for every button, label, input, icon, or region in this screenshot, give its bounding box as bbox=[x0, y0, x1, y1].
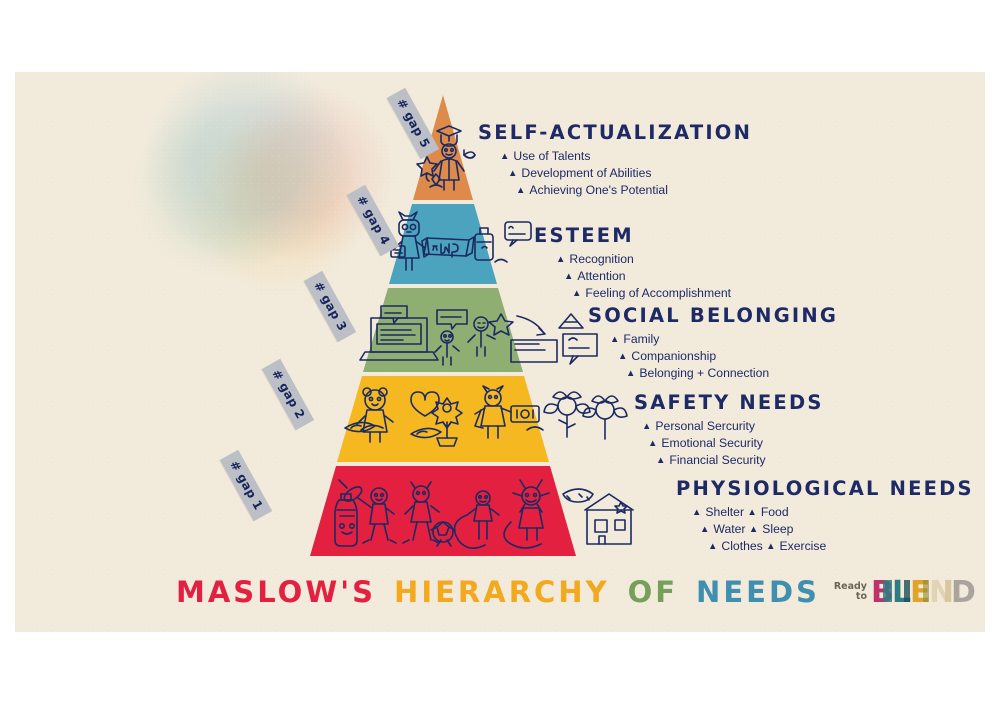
triangle-bullet-icon: ▲ bbox=[747, 507, 757, 518]
brand-logo[interactable]: Ready to B L E N D bbox=[823, 572, 975, 618]
bullet-item: ▲Belonging + Connection bbox=[626, 366, 770, 381]
bullet-item: ▲Achieving One's Potential bbox=[516, 183, 668, 198]
triangle-bullet-icon: ▲ bbox=[692, 507, 702, 518]
triangle-bullet-icon: ▲ bbox=[648, 438, 658, 450]
bullet-item: ▲Financial Security bbox=[656, 453, 766, 468]
logo-ready-line: Ready bbox=[833, 581, 867, 592]
tier-text-self-actualization: SELF-ACTUALIZATION ▲Use of Talents ▲Deve… bbox=[478, 121, 752, 200]
bullet-item: ▲Use of Talents bbox=[500, 149, 591, 163]
bullet-item: ▲Water ▲Sleep bbox=[700, 522, 794, 537]
triangle-bullet-icon: ▲ bbox=[618, 351, 628, 363]
tier-bullets-esteem: ▲Recognition ▲Attention ▲Feeling of Acco… bbox=[534, 251, 731, 303]
maslow-pyramid: # gap 5 bbox=[175, 87, 635, 565]
tier-text-safety-needs: SAFETY NEEDS ▲Personal Sercurity ▲Emotio… bbox=[634, 391, 824, 470]
triangle-bullet-icon: ▲ bbox=[572, 288, 582, 300]
title-word-needs: NEEDS bbox=[696, 575, 820, 609]
tier-heading-self-actualization: SELF-ACTUALIZATION bbox=[478, 121, 753, 144]
tier-text-social-belonging: SOCIAL BELONGING ▲Family ▲Companionship … bbox=[588, 304, 838, 383]
tier-art-safety-needs bbox=[175, 376, 635, 462]
tier-heading-social-belonging: SOCIAL BELONGING bbox=[588, 304, 839, 327]
pyramid-tier-safety-needs[interactable] bbox=[175, 376, 635, 462]
tier-bullets-physiological-needs: ▲Shelter ▲Food ▲Water ▲Sleep ▲Clothes ▲E… bbox=[676, 504, 974, 556]
tier-art-social-belonging bbox=[175, 288, 635, 372]
triangle-bullet-icon: ▲ bbox=[700, 524, 710, 536]
logo-letter-d: D bbox=[951, 575, 975, 610]
tier-text-esteem: ESTEEM ▲Recognition ▲Attention ▲Feeling … bbox=[534, 224, 731, 303]
tier-bullets-social-belonging: ▲Family ▲Companionship ▲Belonging + Conn… bbox=[588, 331, 838, 383]
tier-heading-safety-needs: SAFETY NEEDS bbox=[634, 391, 824, 414]
title-word-hierarchy: HIERARCHY bbox=[394, 575, 610, 609]
triangle-bullet-icon: ▲ bbox=[610, 334, 620, 345]
tier-text-physiological-needs: PHYSIOLOGICAL NEEDS ▲Shelter ▲Food ▲Wate… bbox=[676, 477, 974, 556]
triangle-bullet-icon: ▲ bbox=[500, 151, 510, 162]
bullet-item: ▲Attention bbox=[564, 269, 626, 284]
triangle-bullet-icon: ▲ bbox=[656, 455, 666, 467]
tier-slab-physiological-needs bbox=[310, 466, 576, 556]
triangle-bullet-icon: ▲ bbox=[508, 168, 518, 180]
pyramid-tier-self-actualization[interactable] bbox=[175, 95, 635, 200]
tier-art-esteem bbox=[175, 204, 635, 284]
tier-heading-esteem: ESTEEM bbox=[534, 224, 634, 247]
bullet-item: ▲Shelter ▲Food bbox=[692, 505, 789, 519]
tier-heading-physiological-needs: PHYSIOLOGICAL NEEDS bbox=[676, 477, 974, 500]
tier-art-physiological-needs bbox=[175, 466, 635, 556]
triangle-bullet-icon: ▲ bbox=[766, 541, 776, 553]
bullet-item: ▲Companionship bbox=[618, 349, 717, 364]
bullet-item: ▲Recognition bbox=[556, 252, 634, 266]
bullet-item: ▲Emotional Security bbox=[648, 436, 764, 451]
pyramid-tier-esteem[interactable] bbox=[175, 204, 635, 284]
tier-bullets-self-actualization: ▲Use of Talents ▲Development of Abilitie… bbox=[478, 148, 752, 200]
title-word-maslows: MASLOW'S bbox=[176, 575, 377, 609]
triangle-bullet-icon: ▲ bbox=[708, 541, 718, 553]
pyramid-tier-social-belonging[interactable] bbox=[175, 288, 635, 372]
triangle-bullet-icon: ▲ bbox=[642, 421, 652, 432]
bullet-item: ▲Personal Sercurity bbox=[642, 419, 755, 433]
bullet-item: ▲Feeling of Accomplishment bbox=[572, 286, 732, 301]
triangle-bullet-icon: ▲ bbox=[516, 185, 526, 197]
tier-art-self-actualization bbox=[175, 95, 635, 200]
bullet-item: ▲Development of Abilities bbox=[508, 166, 652, 181]
pyramid-tier-physiological-needs[interactable] bbox=[175, 466, 635, 556]
triangle-bullet-icon: ▲ bbox=[626, 368, 636, 380]
triangle-bullet-icon: ▲ bbox=[556, 254, 566, 265]
bullet-item: ▲Clothes ▲Exercise bbox=[708, 539, 827, 554]
title-word-of: OF bbox=[627, 575, 679, 609]
logo-to-line: to bbox=[855, 591, 867, 602]
tier-bullets-safety-needs: ▲Personal Sercurity ▲Emotional Security … bbox=[634, 418, 824, 470]
logo-ready-to-text: Ready to bbox=[823, 582, 867, 602]
logo-blend-wordmark: B L E N D bbox=[871, 572, 975, 612]
poster-title: MASLOW'S HIERARCHY OF NEEDS bbox=[176, 575, 838, 609]
triangle-bullet-icon: ▲ bbox=[564, 271, 574, 283]
triangle-bullet-icon: ▲ bbox=[748, 524, 759, 536]
bullet-item: ▲Family bbox=[610, 332, 660, 346]
